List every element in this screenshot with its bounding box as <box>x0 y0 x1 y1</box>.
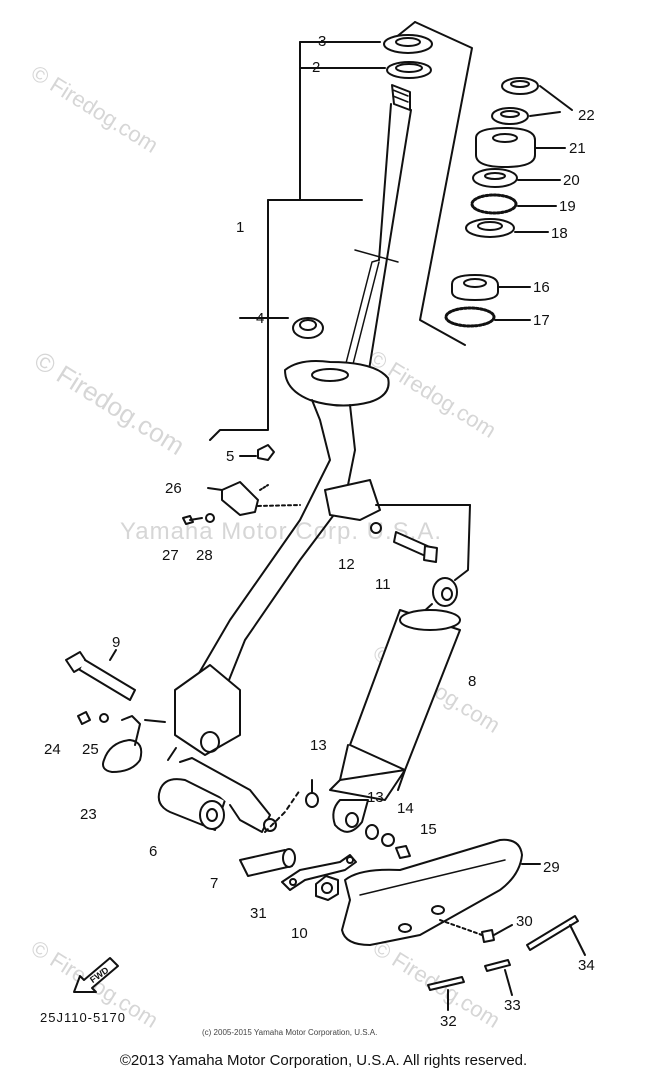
callout-1: 1 <box>236 219 245 236</box>
callout-12: 12 <box>338 556 355 573</box>
fwd-arrow-icon <box>73 957 119 993</box>
callout-13a: 13 <box>310 737 327 754</box>
callout-18: 18 <box>551 225 568 242</box>
callout-32: 32 <box>440 1013 457 1030</box>
callout-5: 5 <box>226 448 235 465</box>
callout-4: 4 <box>256 310 265 327</box>
callout-8: 8 <box>468 673 477 690</box>
callout-6: 6 <box>149 843 158 860</box>
callout-31: 31 <box>250 905 267 922</box>
watermark-center: Yamaha Motor Corp. U.S.A. <box>120 518 442 545</box>
part-code: 25J110-5170 <box>40 1010 126 1025</box>
callout-26: 26 <box>165 480 182 497</box>
callout-2: 2 <box>312 59 321 76</box>
callout-20: 20 <box>563 172 580 189</box>
callout-33: 33 <box>504 997 521 1014</box>
callout-16: 16 <box>533 279 550 296</box>
callout-25: 25 <box>82 741 99 758</box>
callout-13b: 13 <box>367 789 384 806</box>
callout-29: 29 <box>543 859 560 876</box>
callout-3: 3 <box>318 33 327 50</box>
callout-23: 23 <box>80 806 97 823</box>
callout-22: 22 <box>578 107 595 124</box>
callout-10: 10 <box>291 925 308 942</box>
callout-28: 28 <box>196 547 213 564</box>
callout-14: 14 <box>397 800 414 817</box>
callout-34: 34 <box>578 957 595 974</box>
callout-19: 19 <box>559 198 576 215</box>
callout-21: 21 <box>569 140 586 157</box>
callout-15: 15 <box>420 821 437 838</box>
small-copyright: (c) 2005-2015 Yamaha Motor Corporation, … <box>202 1028 378 1037</box>
callout-27: 27 <box>162 547 179 564</box>
callout-17: 17 <box>533 312 550 329</box>
callout-11: 11 <box>375 576 391 593</box>
footer-copyright: ©2013 Yamaha Motor Corporation, U.S.A. A… <box>119 1052 528 1069</box>
callout-7: 7 <box>210 875 219 892</box>
callout-30: 30 <box>516 913 533 930</box>
callout-9: 9 <box>112 634 121 651</box>
callout-24: 24 <box>44 741 61 758</box>
